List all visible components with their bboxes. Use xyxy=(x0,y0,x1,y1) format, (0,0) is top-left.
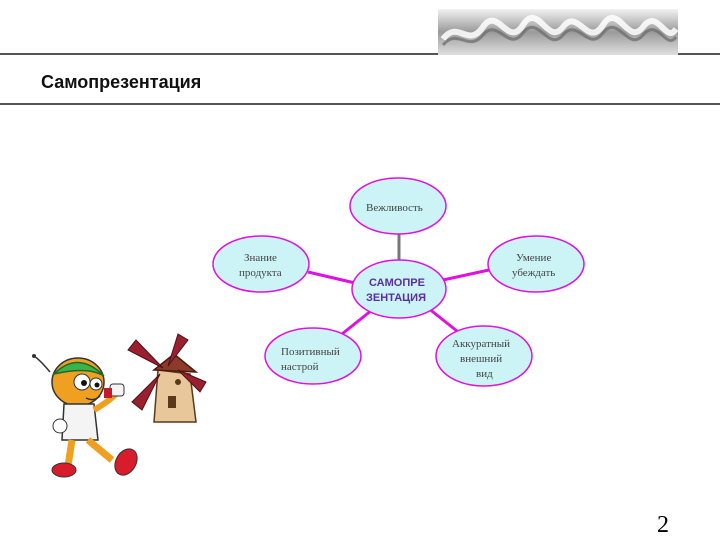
node-politeness: Вежливость xyxy=(349,177,447,235)
bottom-rule xyxy=(0,103,720,105)
page-number: 2 xyxy=(657,512,669,538)
connector-product xyxy=(307,270,356,285)
node-product-label-2: продукта xyxy=(239,267,282,279)
node-politeness-label: Вежливость xyxy=(366,202,423,214)
connector-positive xyxy=(341,308,373,336)
node-persuasion-label-1: Умение xyxy=(516,252,551,264)
top-rule xyxy=(0,53,720,55)
node-appearance-label-3: вид xyxy=(476,368,493,380)
node-positive: Позитивный настрой xyxy=(264,327,362,385)
connector-appearance xyxy=(427,306,463,337)
center-label-1: САМОПРЕ xyxy=(369,277,425,289)
slide-title: Самопрезентация xyxy=(41,72,202,92)
node-persuasion-label-2: убеждать xyxy=(512,267,555,279)
center-label-2: ЗЕНТАЦИЯ xyxy=(366,292,426,304)
node-center: САМОПРЕ ЗЕНТАЦИЯ xyxy=(351,259,447,319)
node-appearance: Аккуратный внешний вид xyxy=(435,325,533,387)
cartoon-mascot-illustration xyxy=(32,333,207,478)
node-appearance-label-2: внешний xyxy=(460,353,502,365)
node-positive-label-2: настрой xyxy=(281,361,319,373)
node-appearance-label-1: Аккуратный xyxy=(452,338,510,350)
node-positive-label-1: Позитивный xyxy=(281,346,340,358)
decorative-logo-banner xyxy=(438,9,678,55)
connector-persuasion xyxy=(442,268,490,282)
windmill-icon xyxy=(127,333,207,423)
node-persuasion: Умение убеждать xyxy=(487,235,585,293)
node-product-label-1: Знание xyxy=(244,252,277,264)
node-product: Знание продукта xyxy=(212,235,310,293)
mascot-character-icon xyxy=(32,354,138,478)
